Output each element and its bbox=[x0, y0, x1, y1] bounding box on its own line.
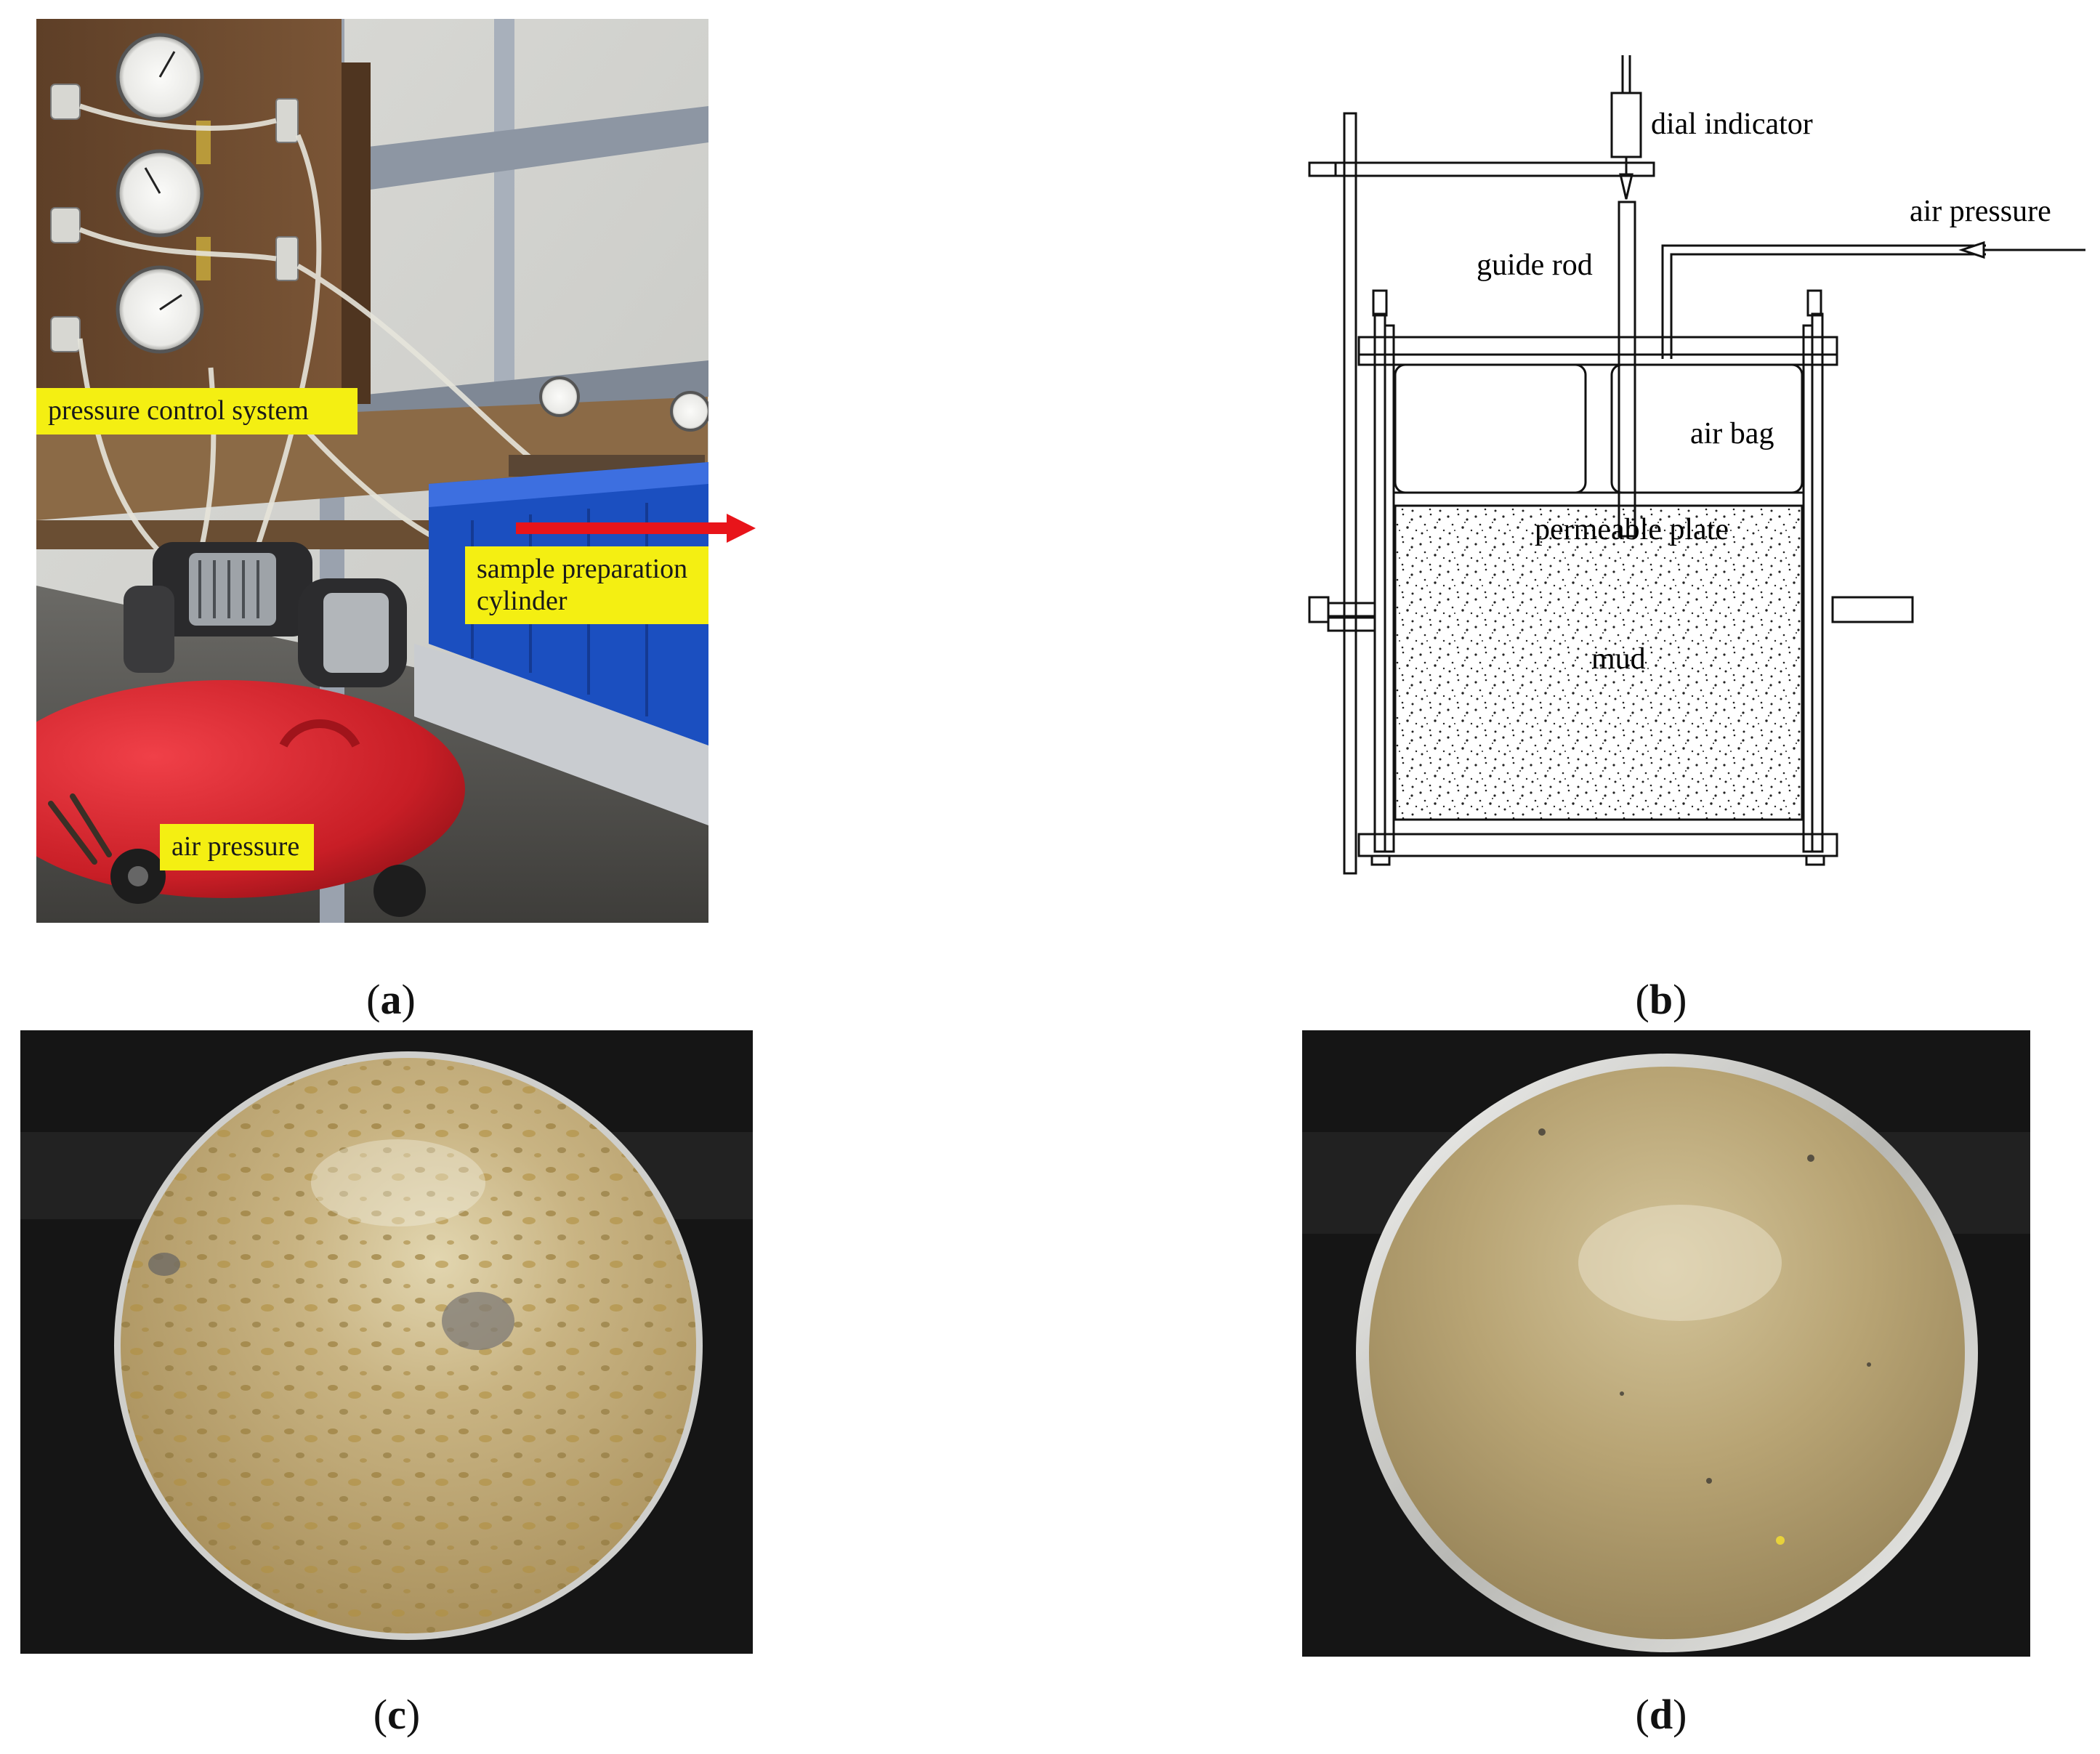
label-permeable-plate: permeable plate bbox=[1535, 513, 1729, 546]
panel-a-photo: pressure control system sample preparati… bbox=[36, 19, 708, 923]
caption-b-letter: b bbox=[1649, 976, 1673, 1023]
specimen-d-illustration bbox=[1302, 1030, 2030, 1657]
caption-d-letter: d bbox=[1649, 1691, 1673, 1738]
caption-a-letter: a bbox=[380, 976, 402, 1023]
label-sample-line-2: cylinder bbox=[477, 585, 568, 616]
label-dial-indicator: dial indicator bbox=[1651, 108, 1813, 141]
label-pressure-control-system: pressure control system bbox=[36, 388, 358, 435]
panel-b-schematic: dial indicator air pressure guide rod ai… bbox=[1308, 55, 2085, 875]
label-sample-preparation-cylinder: sample preparation cylinder bbox=[465, 546, 708, 625]
label-air-pressure-diagram: air pressure bbox=[1910, 195, 2051, 228]
caption-b: (b) bbox=[1635, 976, 1687, 1023]
label-air-bag: air bag bbox=[1690, 417, 1774, 450]
lab-photo-illustration bbox=[36, 19, 708, 923]
caption-d: (d) bbox=[1635, 1691, 1687, 1738]
caption-c-letter: c bbox=[387, 1691, 406, 1738]
caption-a: (a) bbox=[366, 976, 416, 1023]
specimen-c-illustration bbox=[20, 1030, 753, 1654]
panel-d-photo bbox=[1302, 1030, 2030, 1657]
panel-c-photo bbox=[20, 1030, 753, 1654]
label-sample-line-1: sample preparation bbox=[477, 554, 688, 584]
label-guide-rod: guide rod bbox=[1477, 248, 1593, 282]
label-air-pressure-photo: air pressure bbox=[160, 824, 314, 870]
caption-c: (c) bbox=[373, 1691, 421, 1738]
label-mud: mud bbox=[1591, 642, 1646, 676]
red-arrow bbox=[516, 514, 756, 543]
